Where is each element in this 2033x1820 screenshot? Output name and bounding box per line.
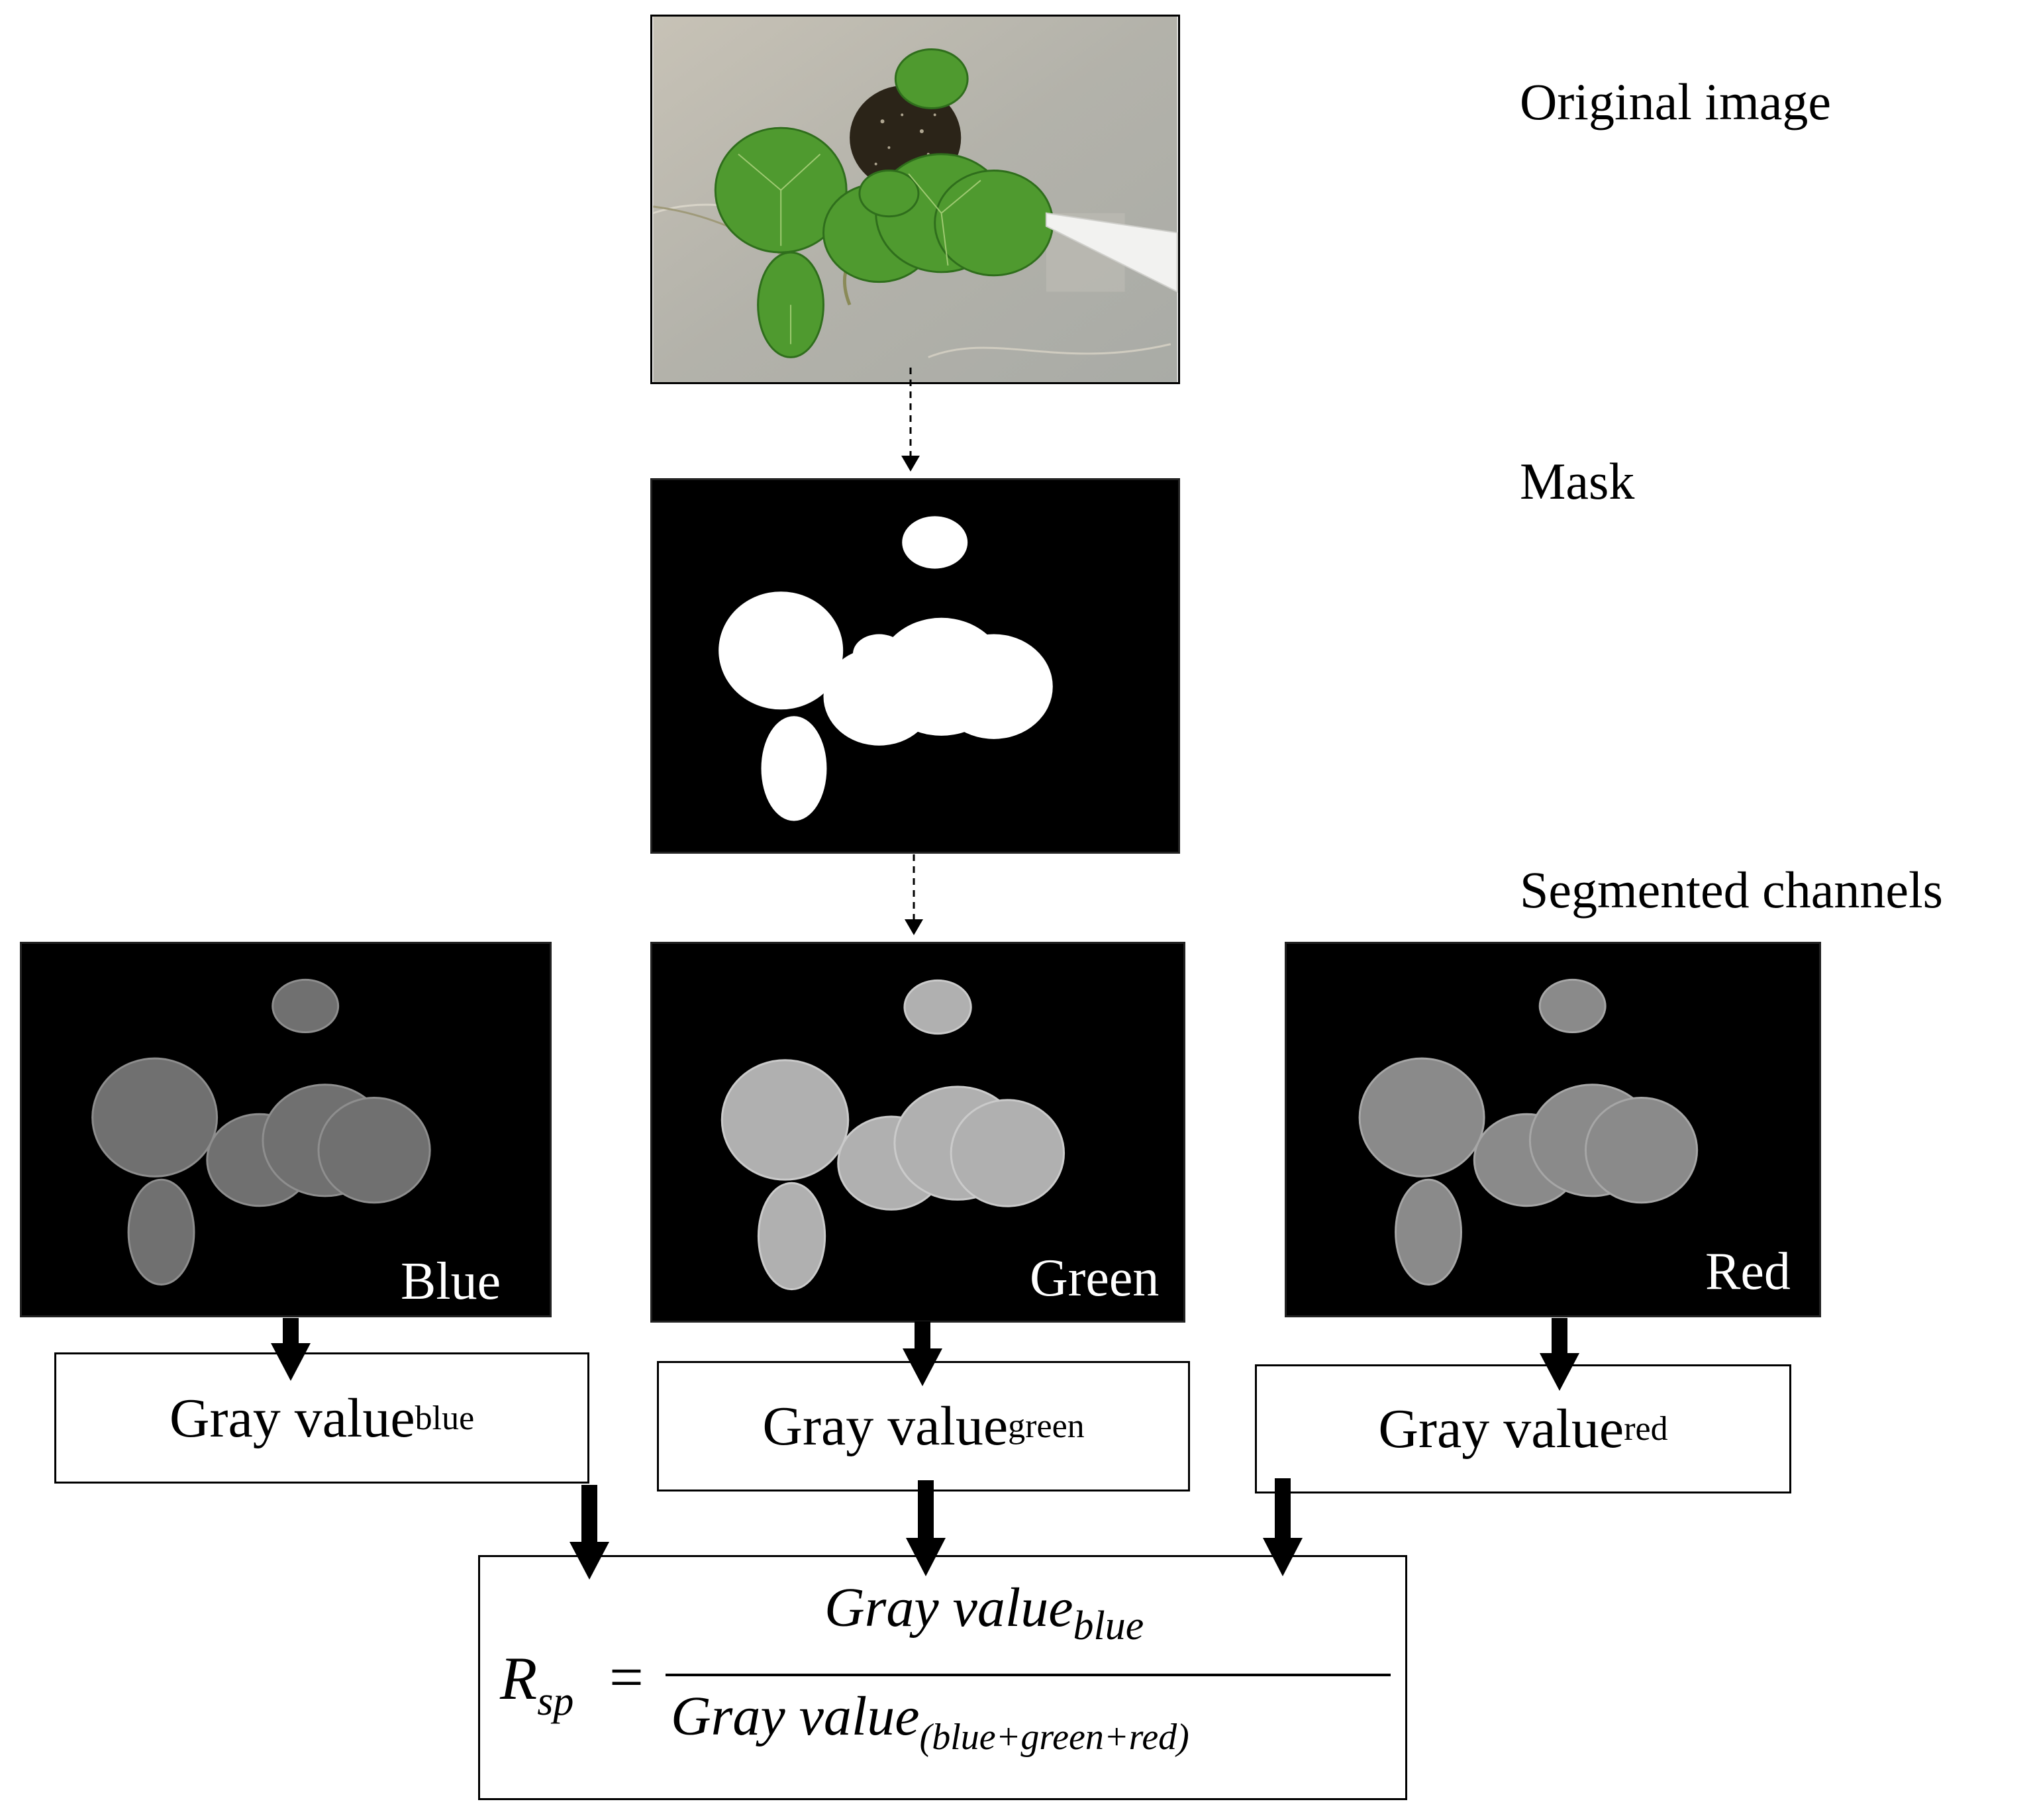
green-channel-image	[650, 942, 1185, 1323]
blue-channel-image	[20, 942, 552, 1317]
formula-fraction-bar	[666, 1674, 1391, 1676]
original-image	[650, 15, 1180, 384]
dashed-arrow-mask-to-green	[905, 854, 923, 935]
label-segmented-channels: Segmented channels	[1520, 861, 1943, 919]
gray-value-green-text: Gray value	[762, 1395, 1009, 1457]
label-mask: Mask	[1520, 452, 1635, 510]
formula-denominator: Gray value(blue+green+red)	[671, 1684, 1189, 1758]
gray-value-blue-text: Gray value	[169, 1387, 415, 1449]
blue-channel-leaves	[91, 978, 431, 1286]
formula-numerator-subscript: blue	[1073, 1603, 1144, 1648]
red-channel-image	[1285, 942, 1821, 1317]
formula-lhs-r: R	[500, 1644, 538, 1712]
formula-denominator-text: Gray value	[671, 1686, 920, 1747]
plant-photo	[652, 17, 1178, 382]
red-channel-leaves	[1358, 978, 1699, 1286]
gray-value-red-subscript: red	[1624, 1410, 1668, 1448]
formula-numerator-text: Gray value	[824, 1577, 1073, 1639]
formula-equals: =	[609, 1643, 644, 1711]
mask-image	[650, 478, 1180, 854]
rsp-formula-box: Rsp = Gray valueblue Gray value(blue+gre…	[478, 1555, 1407, 1800]
label-original-image: Original image	[1520, 73, 1832, 130]
label-blue-channel: Blue	[401, 1252, 501, 1311]
label-red-channel: Red	[1705, 1242, 1791, 1301]
gray-value-blue-subscript: blue	[415, 1399, 475, 1437]
gray-value-red-text: Gray value	[1378, 1398, 1624, 1460]
formula-denominator-subscript: (blue+green+red)	[919, 1717, 1189, 1758]
formula-lhs: Rsp	[500, 1643, 573, 1725]
formula-numerator: Gray valueblue	[824, 1576, 1144, 1650]
gray-value-green-subscript: green	[1008, 1407, 1085, 1445]
label-green-channel: Green	[1030, 1249, 1160, 1307]
green-channel-leaves	[720, 979, 1066, 1291]
formula-lhs-subscript: sp	[537, 1679, 574, 1724]
mask-shape	[719, 516, 1053, 821]
